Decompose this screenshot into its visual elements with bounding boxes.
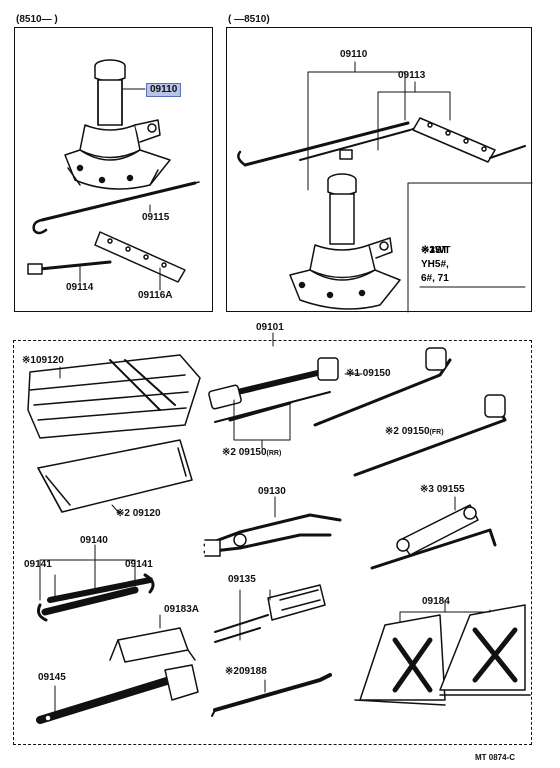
adjustable-wrench-part-number[interactable]: 09145 [38, 672, 66, 683]
tire-bar [211, 673, 332, 717]
pouch-bag [37, 439, 193, 513]
wrench-155 [370, 504, 497, 570]
handle-illustration-left [32, 181, 200, 235]
jack-illustration-left [64, 59, 171, 190]
socket-wrench-st [208, 357, 339, 423]
spanner-set-part-number[interactable]: 09140 [80, 535, 108, 546]
wheel-chocks [354, 604, 531, 706]
chocks-part-number[interactable]: 09184 [422, 596, 450, 607]
diagram-code: MT 0874-C [475, 753, 516, 762]
spanner-left-part-number[interactable]: 09141 [24, 559, 52, 570]
hook-part-number[interactable]: 09183A [164, 604, 200, 615]
tire-bar-part-number[interactable]: ※209188 [225, 666, 267, 677]
wrench-155-part-number[interactable]: ※3 09155 [420, 484, 465, 495]
top-right-panel [226, 27, 532, 312]
l-wrench-st [313, 347, 452, 427]
handle-part-number-left[interactable]: 09115 [142, 212, 170, 223]
legend-item-3: ※3 YH5#, 6#, 71 [421, 245, 449, 284]
bar-illustration-right [412, 117, 526, 163]
kit-part-number[interactable]: 09101 [256, 322, 284, 333]
screwdriver-part-number[interactable]: 09135 [228, 574, 256, 585]
wrench-rr-part-number[interactable]: ※2 09150(RR) [222, 447, 282, 458]
header-right-range: ( —8510) [228, 14, 270, 25]
pouch-bag-part-number[interactable]: ※2 09120 [116, 508, 161, 519]
legend-item-2: ※2WT [421, 245, 451, 256]
top-left-panel [14, 27, 213, 312]
spanner-right-part-number[interactable]: 09141 [125, 559, 153, 570]
handle-part-number-right[interactable]: 09113 [398, 70, 426, 81]
pliers-part-number[interactable]: 09130 [258, 486, 286, 497]
jack-part-number-right[interactable]: 09110 [340, 49, 368, 60]
adjustable-wrench [36, 664, 199, 724]
handle-illustration-right [237, 121, 416, 167]
pouch-rolled [27, 354, 201, 439]
pouch-rolled-part-number[interactable]: ※109120 [22, 355, 64, 366]
header-left-range: (8510— ) [16, 14, 58, 25]
bar-part-number-left[interactable]: 09116A [138, 290, 173, 301]
hook-tool [109, 627, 196, 663]
rod-part-number[interactable]: 09114 [66, 282, 94, 293]
rod-illustration-left [27, 260, 112, 275]
wrench-fr-part-number[interactable]: ※2 09150(FR) [385, 426, 444, 437]
jack-part-number-left[interactable]: 09110 [146, 83, 182, 97]
spanner-set [37, 573, 155, 622]
wrench-st-part-number[interactable]: ※1 09150 [346, 368, 391, 379]
screwdriver [214, 584, 326, 643]
pliers [203, 513, 342, 557]
l-wrench-fr [353, 394, 507, 477]
jack-illustration-right [289, 173, 401, 310]
bar-illustration-left [94, 231, 186, 283]
legend-item-1: ※1ST [421, 245, 448, 256]
